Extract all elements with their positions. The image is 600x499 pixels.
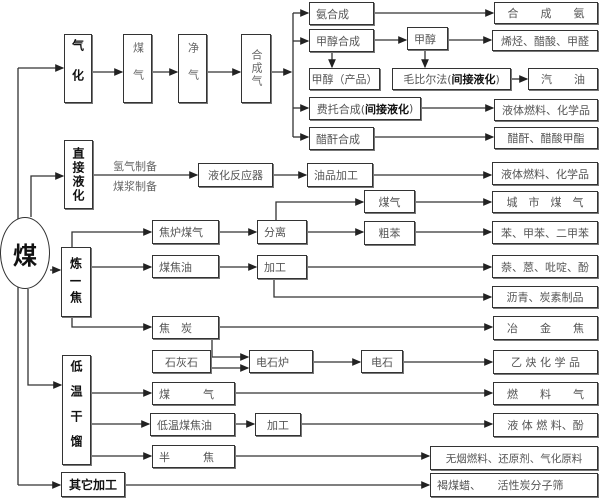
hydrogen-prep-label: 氢气制备 [113, 160, 157, 173]
tar-products-box: 萘、蒽、吡啶、酚 [492, 255, 598, 278]
gasification-label: 气化 [70, 38, 85, 99]
coke-oven-gas-box: 焦炉煤气 [152, 220, 219, 244]
ft-liquid-box: 液体燃料、化学品 [494, 99, 598, 121]
methanol-box: 甲醇 [407, 27, 448, 50]
separation-box: 分离 [257, 220, 307, 244]
benzene-products-box: 苯、甲苯、二甲苯 [492, 221, 598, 244]
methanol-product-box: 甲醇（产品） [309, 68, 380, 90]
ft-synthesis-box: 费托合成(间接液化) [309, 97, 421, 120]
other-processing-box: 其它加工 [61, 472, 125, 497]
separated-gas-box: 煤气 [364, 190, 415, 213]
ft-synthesis-label: 费托合成( [316, 102, 365, 116]
low-temp-carbonization-label: 低温干馏 [69, 360, 83, 460]
coke-box: 焦 炭 [152, 316, 219, 339]
acetic-anhydride-synthesis-box: 醋酐合成 [309, 127, 374, 150]
direct-liquefaction-box: 直接液化 [64, 140, 93, 209]
liquid-fuel-phenol-box: 液 体 燃 料、酚 [493, 413, 598, 437]
limestone-box: 石灰石 [152, 350, 211, 373]
crude-benzene-box: 粗苯 [364, 221, 415, 245]
ammonia-synthesis-box: 氨合成 [309, 2, 374, 25]
fuel-gas-box: 燃 料 气 [493, 382, 598, 405]
mobil-process-box: 毛比尔法(间接液化) [392, 68, 511, 90]
low-temp-tar-box: 低温煤焦油 [150, 413, 235, 436]
close-paren-2: ) [409, 102, 414, 115]
other-products-box: 褐煤蜡、 活性炭分子筛 [430, 473, 598, 497]
syngas-box: 合成气 [241, 34, 271, 103]
coking-box: 炼—焦 [61, 247, 91, 317]
oil-processing-box: 油品加工 [307, 163, 373, 187]
calcium-carbide-box: 电石 [361, 350, 403, 373]
coal-tar-box: 煤焦油 [152, 255, 219, 278]
ammonia-product-box: 合 成 氨 [494, 2, 598, 24]
methanol-synthesis-box: 甲醇合成 [309, 29, 374, 52]
coking-label: 炼—焦 [68, 257, 83, 307]
gasification-box: 气化 [64, 34, 92, 103]
carbide-furnace-box: 电石炉 [249, 350, 313, 373]
clean-gas-box: 净气 [178, 34, 207, 103]
coal-node: 煤 [0, 217, 50, 289]
pitch-products-box: 沥青、炭素制品 [492, 286, 598, 308]
semi-coke-products-box: 无烟燃料、还原剂、气化原料 [430, 446, 598, 470]
low-temp-gas-box: 煤 气 [152, 382, 235, 405]
liquefaction-reactor-box: 液化反应器 [198, 163, 273, 187]
direct-liquefaction-label: 直接液化 [71, 146, 85, 203]
metallurgical-coke-box: 冶 金 焦 [493, 316, 598, 340]
acetic-products-box: 醋酐、醋酸甲酯 [494, 127, 598, 149]
mobil-process-label: 毛比尔法( [403, 73, 452, 86]
olefins-box: 烯烃、醋酸、甲醛 [492, 30, 598, 51]
tar-processing-box: 加工 [257, 255, 307, 279]
indirect-liquefaction-label: 间接液化 [451, 73, 496, 86]
close-paren: ) [495, 72, 500, 86]
acetylene-chemicals-box: 乙 炔 化 学 品 [493, 350, 598, 374]
indirect-liquefaction-label-2: 间接液化 [365, 102, 409, 116]
gasoline-box: 汽 油 [528, 68, 598, 90]
slurry-prep-label: 煤浆制备 [113, 180, 157, 193]
direct-liquid-product-box: 液体燃料、化学品 [492, 162, 598, 185]
semi-coke-box: 半 焦 [152, 445, 235, 468]
city-gas-box: 城 市 煤 气 [492, 191, 598, 213]
low-temp-carbonization-box: 低温干馏 [62, 355, 91, 465]
syngas-label: 合成气 [250, 49, 263, 88]
clean-gas-label: 净气 [186, 41, 200, 96]
low-temp-processing-box: 加工 [255, 413, 301, 436]
coal-gas-label: 煤气 [131, 41, 145, 96]
coal-gas-box: 煤气 [123, 34, 152, 103]
